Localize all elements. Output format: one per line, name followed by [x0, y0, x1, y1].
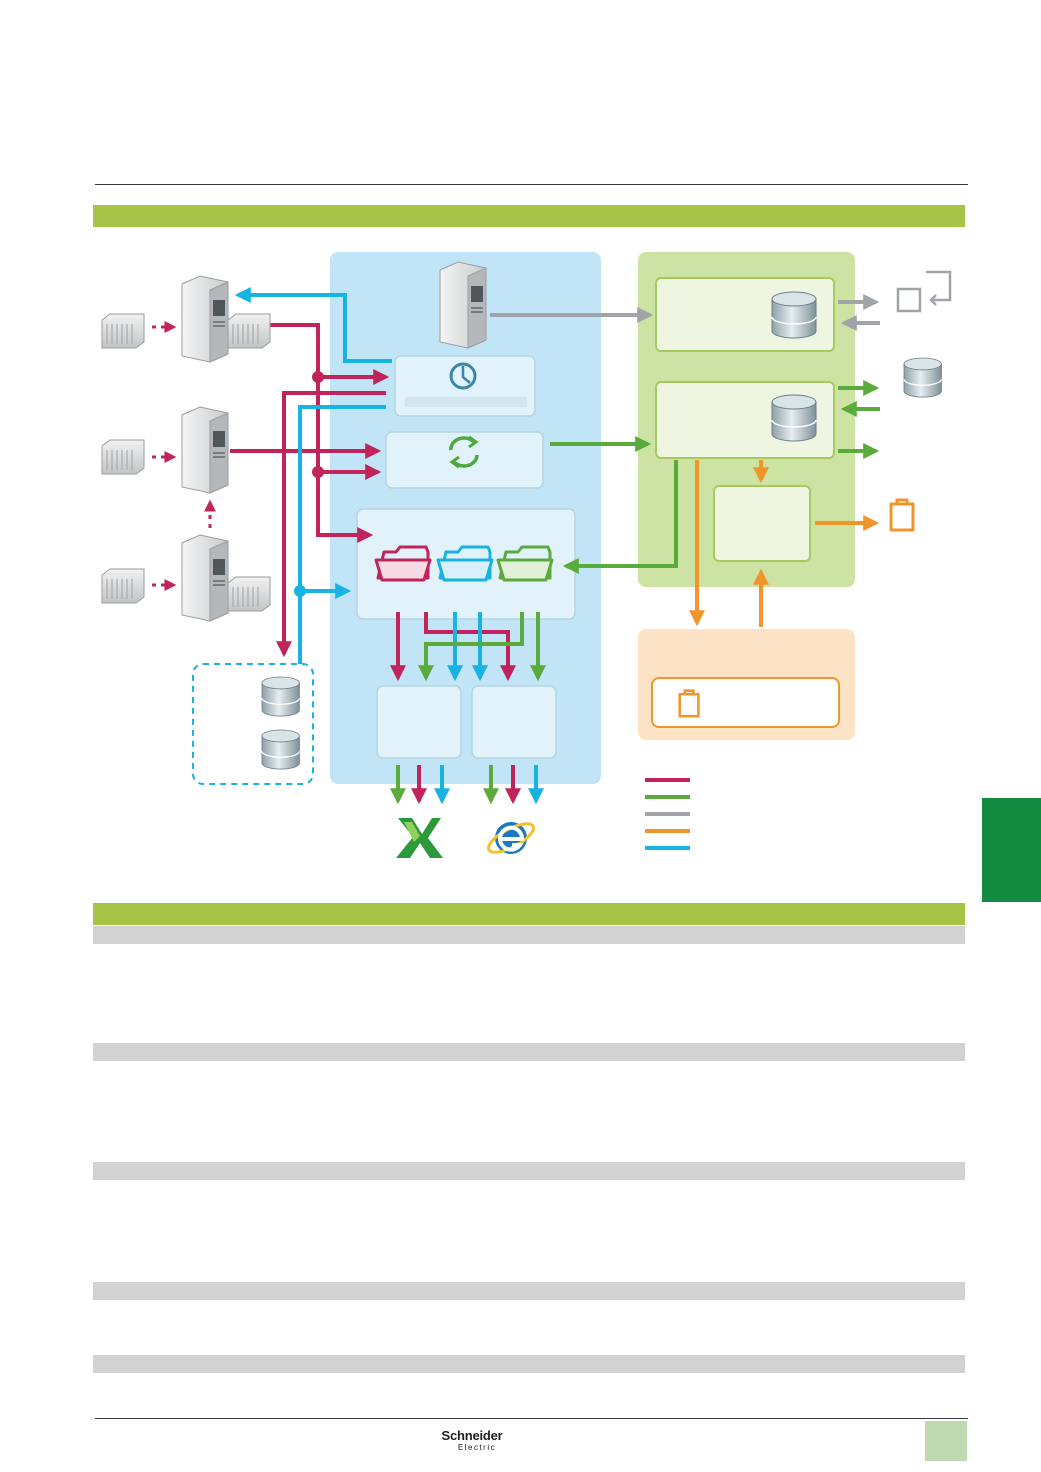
- section-header-bar: [93, 205, 965, 227]
- logo-name: Schneider: [441, 1428, 503, 1443]
- table-header-bar: [93, 903, 965, 925]
- server-icon: [181, 275, 229, 363]
- orange-flow-lines: [689, 460, 880, 627]
- exchange-icon: [896, 270, 952, 313]
- page-number-box: [925, 1421, 967, 1461]
- green-flow-lines: [390, 380, 880, 805]
- folder-icon: [374, 545, 432, 582]
- section-bar-2: [93, 1043, 965, 1061]
- architecture-diagram: [101, 252, 952, 858]
- database-icon: [261, 676, 301, 717]
- plc-rack-icon: [227, 576, 271, 612]
- process-box[interactable]: [713, 485, 811, 562]
- database-icon: [771, 394, 817, 442]
- server-icon: [181, 406, 229, 494]
- web-output-box[interactable]: [471, 685, 557, 759]
- plc-rack-icon: [101, 568, 145, 604]
- server-icon: [181, 534, 229, 622]
- sync-icon: [449, 435, 479, 469]
- schneider-electric-logo: Schneider Electric: [432, 1429, 512, 1455]
- database-icon: [903, 357, 943, 398]
- gray-flow-lines: [490, 294, 880, 331]
- section-bar-3: [93, 1162, 965, 1180]
- legend: [645, 778, 690, 850]
- red-flow-lines: [230, 323, 521, 805]
- section-bar-5: [93, 1355, 965, 1373]
- sync-box[interactable]: [385, 431, 544, 489]
- header-rule: [95, 184, 968, 185]
- excel-output-box[interactable]: [376, 685, 462, 759]
- logo-sub: Electric: [457, 1443, 497, 1452]
- section-bar-1: [93, 926, 965, 944]
- internet-explorer-icon: [487, 822, 535, 854]
- backup-group-box: [192, 663, 314, 785]
- scheduler-box-strip: [405, 397, 527, 407]
- clipboard-icon: [889, 498, 915, 532]
- section-bar-4: [93, 1282, 965, 1300]
- red-dotted-links: [152, 321, 216, 591]
- folder-icon: [496, 545, 554, 582]
- plc-rack-icon: [227, 313, 271, 349]
- database-icon: [771, 291, 817, 339]
- plc-rack-icon: [101, 439, 145, 475]
- footer-rule: [95, 1418, 968, 1419]
- clock-icon: [449, 362, 477, 390]
- chapter-tab[interactable]: [982, 798, 1041, 902]
- folder-icon: [436, 545, 494, 582]
- plc-rack-icon: [101, 313, 145, 349]
- database-icon: [261, 729, 301, 770]
- server-icon: [439, 261, 487, 349]
- excel-icon: [396, 818, 443, 858]
